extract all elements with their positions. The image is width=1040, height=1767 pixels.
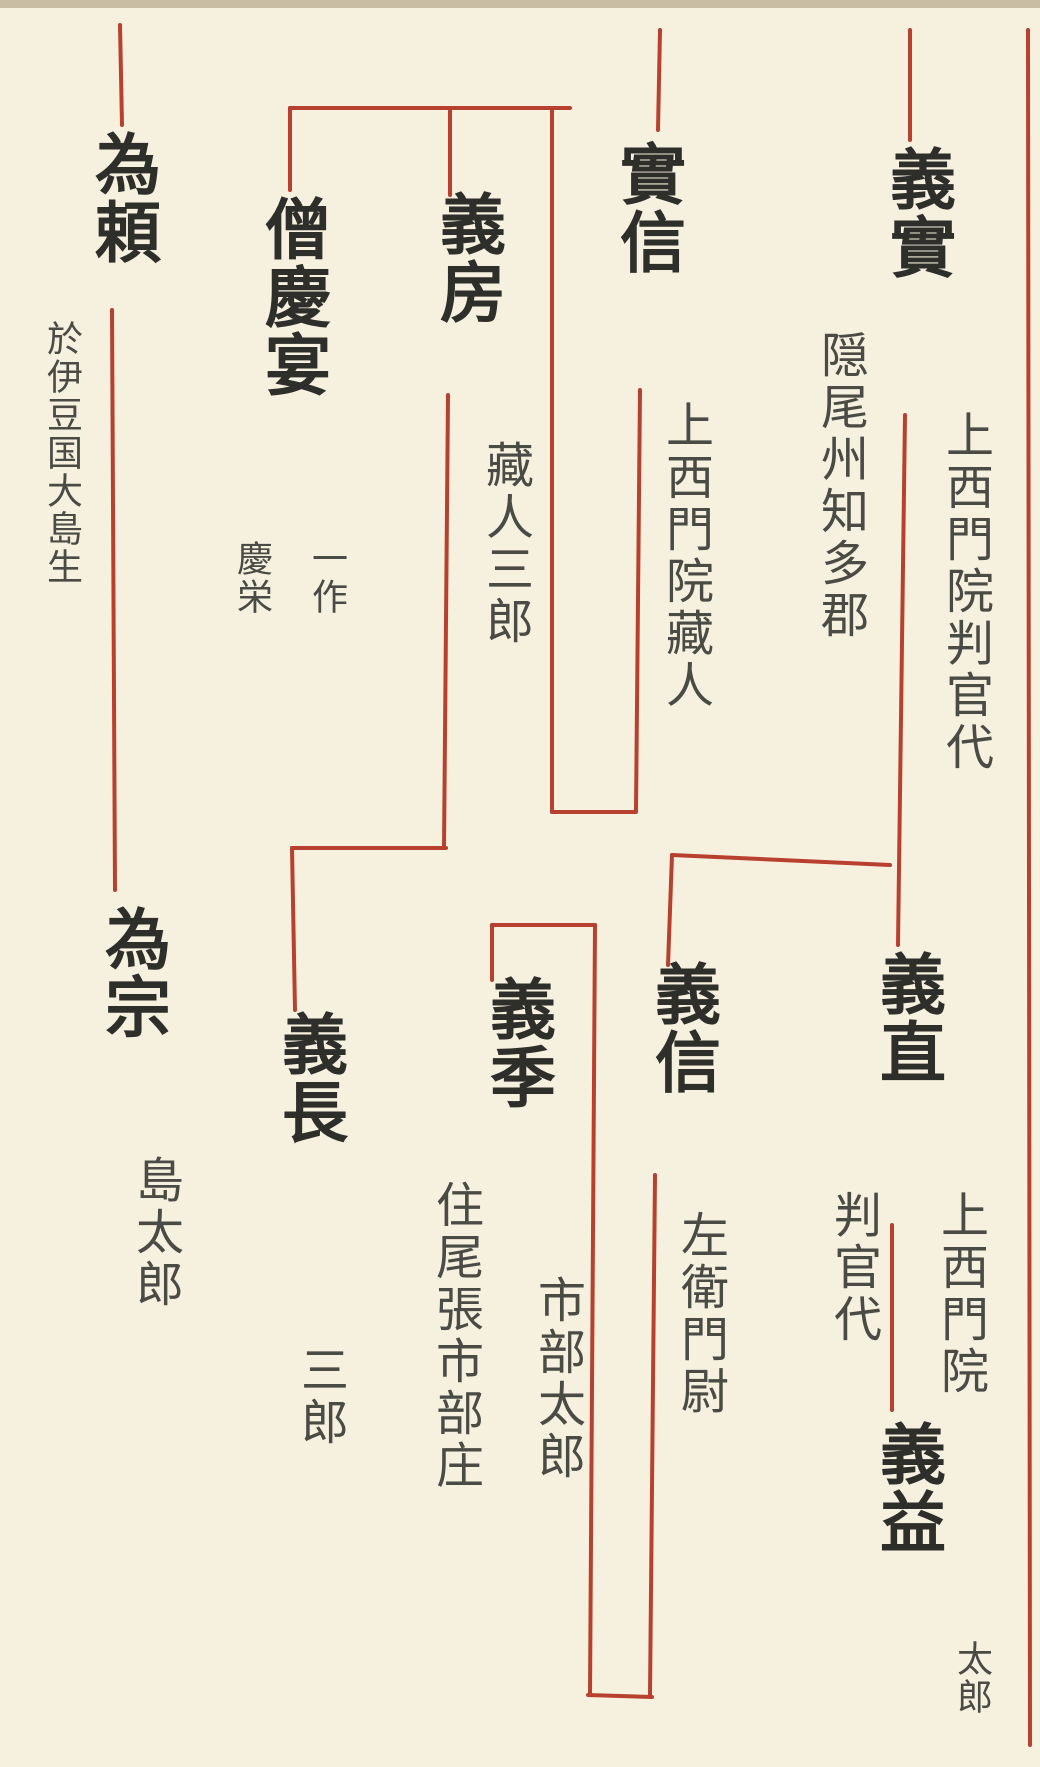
line-tameyori-top [118, 23, 124, 127]
line-branch-yoshinobu-v [666, 853, 674, 967]
line-yoshinaga-v [290, 846, 297, 1012]
person-yoshifusa: 義房 [429, 190, 507, 326]
person-yoshinao: 義直 [869, 950, 947, 1086]
right-border-line [1026, 28, 1032, 1747]
person-tameyori: 為頼 [84, 130, 162, 266]
note-yoshinao-1: 上西門院 [932, 1190, 988, 1398]
line-tameyori-down [110, 308, 117, 892]
line-yoshinobu-down [648, 1173, 657, 1697]
line-sanenobu-down [634, 388, 642, 812]
note-yoshizane-2: 隠尾州知多郡 [812, 330, 868, 642]
note-yoshisue-2: 住尾張市部庄 [427, 1180, 483, 1492]
top-edge-strip [0, 0, 1040, 8]
person-yoshimasu: 義益 [869, 1420, 947, 1556]
line-sanenobu-top [656, 28, 662, 132]
person-sokeien: 僧慶宴 [254, 195, 332, 399]
line-yoshisue-v [588, 923, 597, 1697]
note-yoshizane-1: 上西門院判官代 [937, 410, 993, 774]
person-tamemune: 為宗 [94, 905, 172, 1041]
note-yoshinobu-1: 左衛門尉 [672, 1210, 728, 1418]
note-sokeien-2: 慶栄 [231, 540, 272, 616]
note-tameyori-1: 於伊豆国大島生 [41, 320, 82, 586]
line-yoshifusa-down [442, 393, 450, 850]
note-yoshinao-2: 判官代 [825, 1190, 881, 1346]
line-yoshizane-down [896, 413, 907, 947]
line-bottom-h [586, 1693, 654, 1699]
note-sokeien-1: 一作 [306, 540, 347, 616]
note-yoshisue-1: 市部太郎 [529, 1275, 585, 1483]
person-yoshizane: 義實 [879, 145, 957, 281]
note-tamemune-1: 島太郎 [127, 1155, 183, 1311]
line-branch-yoshinobu-h [670, 853, 892, 867]
person-yoshinobu: 義信 [644, 960, 722, 1096]
person-yoshisue: 義季 [479, 975, 557, 1111]
note-yoshifusa-1: 藏人三郎 [477, 440, 533, 648]
note-sanenobu-1: 上西門院藏人 [657, 400, 713, 712]
note-yoshinaga-1: 三郎 [292, 1345, 348, 1449]
person-yoshinaga: 義長 [271, 1010, 349, 1146]
note-yoshimasu-1: 太郎 [951, 1640, 992, 1716]
person-sanenobu: 實信 [609, 140, 687, 276]
